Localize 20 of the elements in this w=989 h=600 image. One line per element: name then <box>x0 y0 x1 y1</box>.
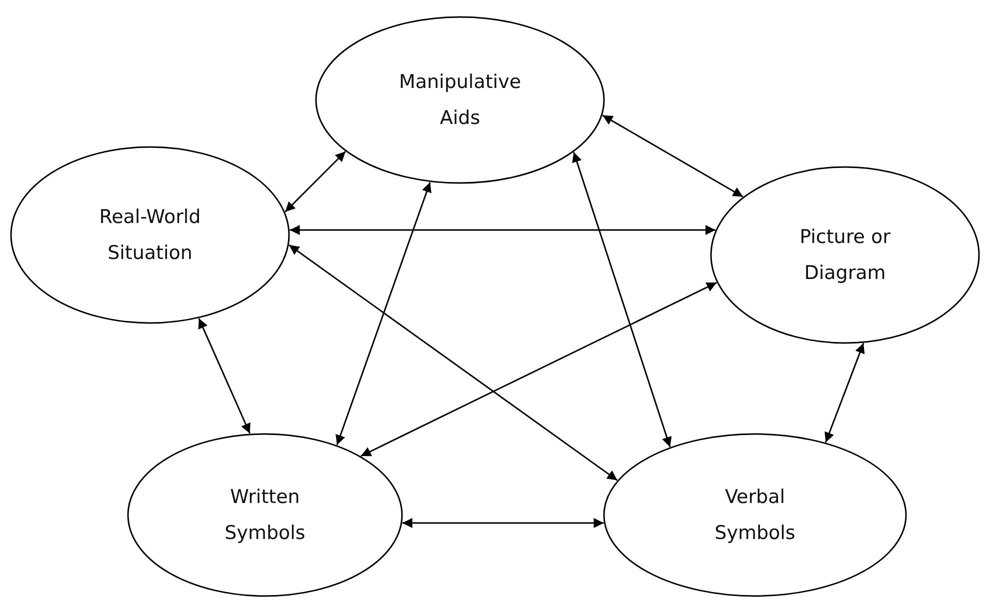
double-arrow <box>602 114 744 198</box>
node-label: Written Symbols <box>224 484 306 546</box>
double-arrow <box>290 225 716 235</box>
ellipse-node <box>127 433 403 597</box>
double-arrow <box>198 318 251 434</box>
ellipse-node <box>603 433 907 597</box>
double-arrow <box>360 282 717 457</box>
ellipse-node <box>710 166 980 344</box>
double-arrow <box>572 152 672 448</box>
double-arrow <box>284 150 346 212</box>
ellipse-node <box>10 146 290 324</box>
node-label: Verbal Symbols <box>714 484 796 546</box>
double-arrow <box>288 244 618 481</box>
node-label: Picture or Diagram <box>798 224 892 286</box>
double-arrow <box>824 342 865 443</box>
double-arrow <box>402 518 604 528</box>
node-label: Manipulative Aids <box>398 70 522 131</box>
node-label: Real-World Situation <box>98 204 202 266</box>
ellipse-node <box>315 16 605 184</box>
double-arrow <box>336 182 432 446</box>
